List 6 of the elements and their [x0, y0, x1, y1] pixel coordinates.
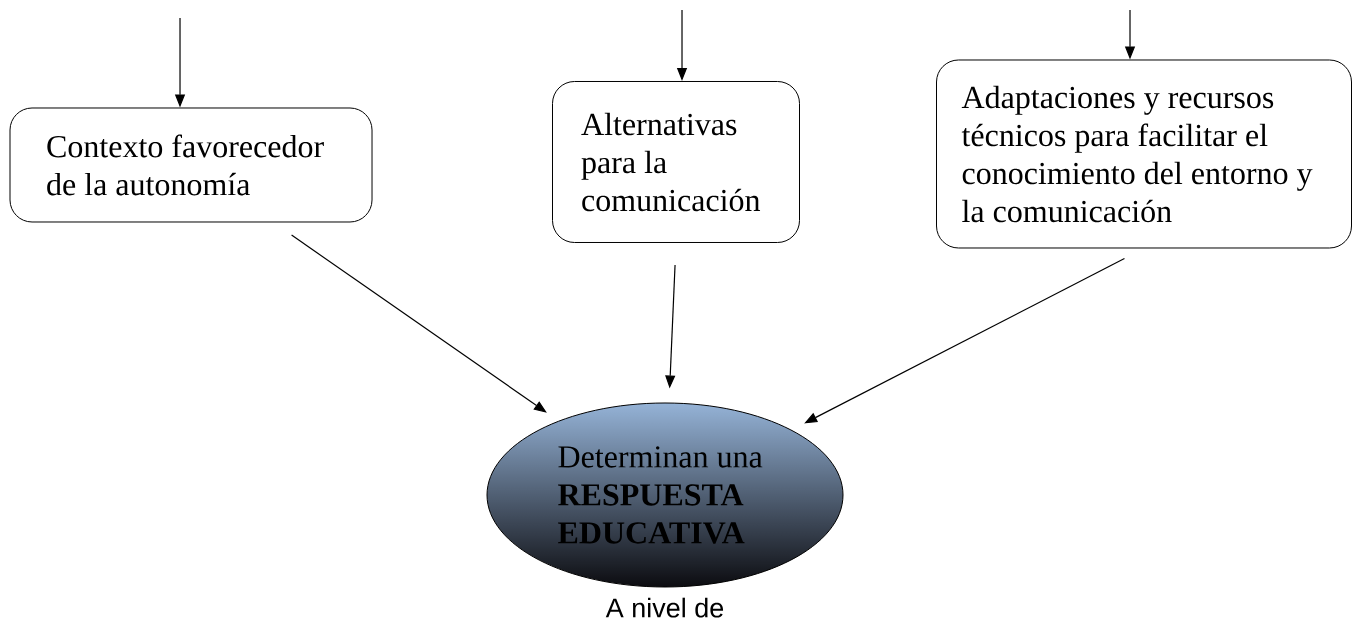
- rounded-box: Adaptaciones y recursos técnicos para facilitar el conocimiento del entorno y la comunicación: [936, 59, 1352, 249]
- caption-text: A nivel de: [605, 597, 724, 618]
- arrow: [290, 234, 547, 413]
- rounded-box: Contexto favorecedor de la autonomía: [9, 107, 373, 223]
- rounded-box: Alternativas para la comunicación: [552, 81, 800, 243]
- ellipse-node: Determinan una RESPUESTA EDUCATIVA: [486, 402, 844, 588]
